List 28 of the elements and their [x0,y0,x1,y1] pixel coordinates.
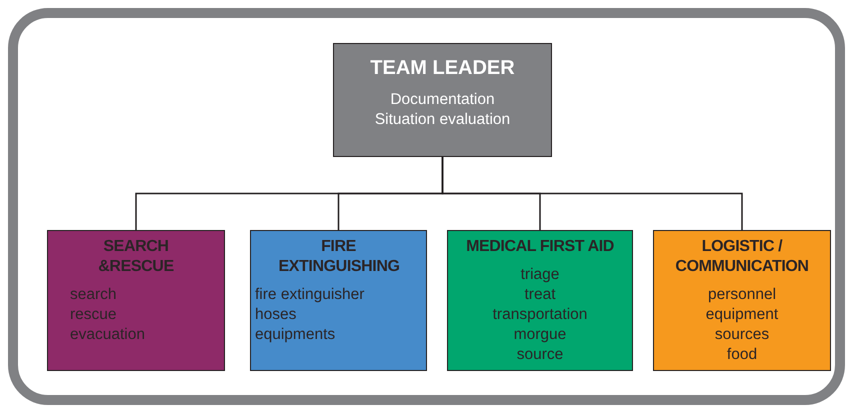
box-item: search [70,285,117,305]
box-item: hoses [255,305,296,325]
team-box [447,230,633,371]
box-heading: MEDICAL FIRST AID [465,237,615,257]
box-heading: TEAM LEADER [369,58,516,78]
box-heading: FIRE EXTINGUISHING [278,237,398,277]
box-item: evacuation [70,325,145,345]
box-item: rescue [70,305,117,325]
box-item: Documentation [390,90,495,110]
box-item: treat [524,285,556,305]
box-item: source [516,345,564,365]
box-item: Situation evaluation [374,110,510,130]
box-heading: SEARCH &RESCUE [97,237,175,277]
box-heading: LOGISTIC / COMMUNICATION [674,237,810,277]
team-box [653,230,831,371]
box-item: triage [520,265,560,285]
leader-box [333,43,552,157]
box-item: equipments [255,325,336,345]
box-item: equipment [706,305,778,325]
box-item: food [726,345,758,365]
box-item: morgue [514,325,566,345]
team-box [250,230,427,371]
box-item: sources [714,325,770,345]
connector-line [442,157,743,230]
box-item: fire extinguisher [255,285,364,305]
box-item: transportation [492,305,588,325]
team-box [47,230,225,371]
box-item: personnel [708,285,776,305]
